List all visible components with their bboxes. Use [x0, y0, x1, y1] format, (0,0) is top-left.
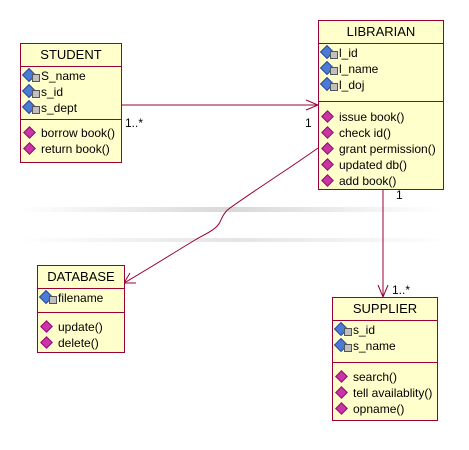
private-attribute-lock-icon — [21, 99, 41, 115]
attributes-compartment: s_id s_name — [333, 321, 437, 362]
attribute-row[interactable]: s_id — [333, 321, 437, 338]
operation-label: borrow book() — [41, 126, 116, 140]
operations-compartment: issue book() check id() grant permission… — [319, 101, 443, 192]
class-name: STUDENT — [21, 44, 121, 67]
operation-row[interactable]: add book() — [321, 173, 443, 189]
class-supplier[interactable]: SUPPLIER s_id s_name search() tell avail… — [332, 297, 438, 421]
attribute-row[interactable]: l_doj — [319, 76, 443, 93]
operation-diamond-icon — [321, 174, 339, 188]
attributes-compartment: S_name s_id s_dept — [21, 67, 121, 119]
operation-label: delete() — [58, 336, 99, 350]
multiplicity-librarian-supplier-end: 1 — [396, 188, 403, 202]
multiplicity-student-end: 1..* — [125, 116, 144, 130]
class-name: DATABASE — [38, 266, 124, 289]
operation-diamond-icon — [23, 126, 41, 140]
operation-row[interactable]: opname() — [335, 401, 437, 417]
private-attribute-lock-icon — [38, 289, 58, 305]
operation-label: updated db() — [339, 158, 408, 172]
operation-diamond-icon — [335, 402, 353, 416]
operations-compartment: borrow book() return book() — [21, 119, 121, 160]
attribute-label: l_name — [339, 62, 379, 76]
operation-row[interactable]: return book() — [23, 141, 121, 157]
class-name: LIBRARIAN — [319, 21, 443, 44]
private-attribute-lock-icon — [333, 321, 353, 337]
operation-row[interactable]: search() — [335, 369, 437, 385]
operation-label: grant permission() — [339, 142, 436, 156]
operation-row[interactable]: issue book() — [321, 109, 443, 125]
private-attribute-lock-icon — [333, 337, 353, 353]
association-librarian-database — [123, 147, 319, 284]
multiplicity-supplier-end: 1..* — [392, 283, 411, 297]
operation-label: issue book() — [339, 110, 405, 124]
attribute-row[interactable]: s_name — [333, 337, 437, 354]
attribute-label: s_dept — [41, 101, 78, 115]
private-attribute-lock-icon — [21, 67, 41, 83]
attribute-label: S_name — [41, 69, 86, 83]
private-attribute-lock-icon — [319, 76, 339, 92]
operation-row[interactable]: grant permission() — [321, 141, 443, 157]
operations-compartment: update() delete() — [38, 312, 124, 354]
operation-label: check id() — [339, 126, 392, 140]
operation-row[interactable]: update() — [40, 319, 124, 335]
operation-diamond-icon — [40, 320, 58, 334]
attribute-row[interactable]: s_id — [21, 83, 121, 100]
attribute-row[interactable]: l_id — [319, 44, 443, 61]
operations-compartment: search() tell availablity() opname() — [333, 362, 437, 420]
operation-label: return book() — [41, 142, 110, 156]
attribute-row[interactable]: filename — [38, 289, 124, 306]
operation-label: opname() — [353, 402, 405, 416]
operation-diamond-icon — [321, 126, 339, 140]
operation-label: search() — [353, 370, 398, 384]
operation-row[interactable]: tell availablity() — [335, 385, 437, 401]
attribute-row[interactable]: S_name — [21, 67, 121, 84]
class-name: SUPPLIER — [333, 298, 437, 321]
operation-row[interactable]: check id() — [321, 125, 443, 141]
private-attribute-lock-icon — [319, 44, 339, 60]
attributes-compartment: l_id l_name l_doj — [319, 44, 443, 101]
private-attribute-lock-icon — [319, 60, 339, 76]
operation-diamond-icon — [40, 336, 58, 350]
background-smudge — [20, 207, 440, 212]
operation-row[interactable]: borrow book() — [23, 125, 121, 141]
operation-diamond-icon — [321, 142, 339, 156]
operation-row[interactable]: delete() — [40, 335, 124, 351]
multiplicity-librarian-end: 1 — [305, 116, 312, 130]
operation-diamond-icon — [321, 110, 339, 124]
operation-diamond-icon — [321, 158, 339, 172]
class-database[interactable]: DATABASE filename update() delete() — [37, 265, 125, 353]
attribute-row[interactable]: l_name — [319, 60, 443, 77]
operation-diamond-icon — [335, 370, 353, 384]
operation-label: add book() — [339, 174, 397, 188]
attribute-label: l_doj — [339, 78, 365, 92]
class-librarian[interactable]: LIBRARIAN l_id l_name l_doj issue book()… — [318, 20, 444, 190]
attribute-row[interactable]: s_dept — [21, 99, 121, 116]
attribute-label: filename — [58, 291, 104, 305]
operation-label: update() — [58, 320, 103, 334]
class-student[interactable]: STUDENT S_name s_id s_dept borrow book()… — [20, 43, 122, 163]
background-smudge — [20, 238, 450, 242]
private-attribute-lock-icon — [21, 83, 41, 99]
attribute-label: s_id — [353, 323, 376, 337]
operation-row[interactable]: updated db() — [321, 157, 443, 173]
attribute-label: s_id — [41, 85, 64, 99]
operation-diamond-icon — [23, 142, 41, 156]
operation-diamond-icon — [335, 386, 353, 400]
attribute-label: l_id — [339, 46, 358, 60]
attributes-compartment: filename — [38, 289, 124, 312]
operation-label: tell availablity() — [353, 386, 433, 400]
attribute-label: s_name — [353, 339, 396, 353]
